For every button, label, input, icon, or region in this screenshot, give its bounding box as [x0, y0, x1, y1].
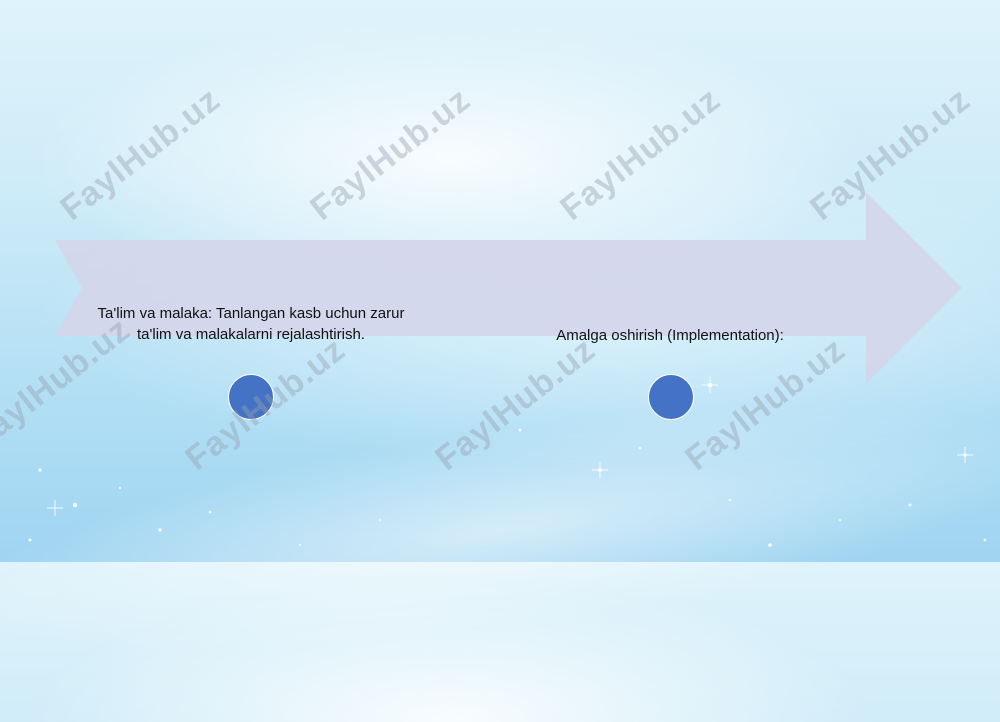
- step-label-line-2: ta'lim va malakalarni rejalashtirish.: [137, 326, 365, 343]
- process-arrow: [55, 192, 962, 384]
- sparkle-decoration: [47, 377, 973, 516]
- step-label-education: Ta'lim va malaka: Tanlangan kasb uchun z…: [70, 303, 432, 345]
- slide: Ta'lim va malaka: Tanlangan kasb uchun z…: [0, 80, 1000, 722]
- step-label-line-1: Ta'lim va malaka: Tanlangan kasb uchun z…: [97, 305, 405, 322]
- step-marker-1: [228, 374, 274, 420]
- step-label-implementation: Amalga oshirish (Implementation):: [556, 327, 784, 344]
- step-marker-2: [648, 374, 694, 420]
